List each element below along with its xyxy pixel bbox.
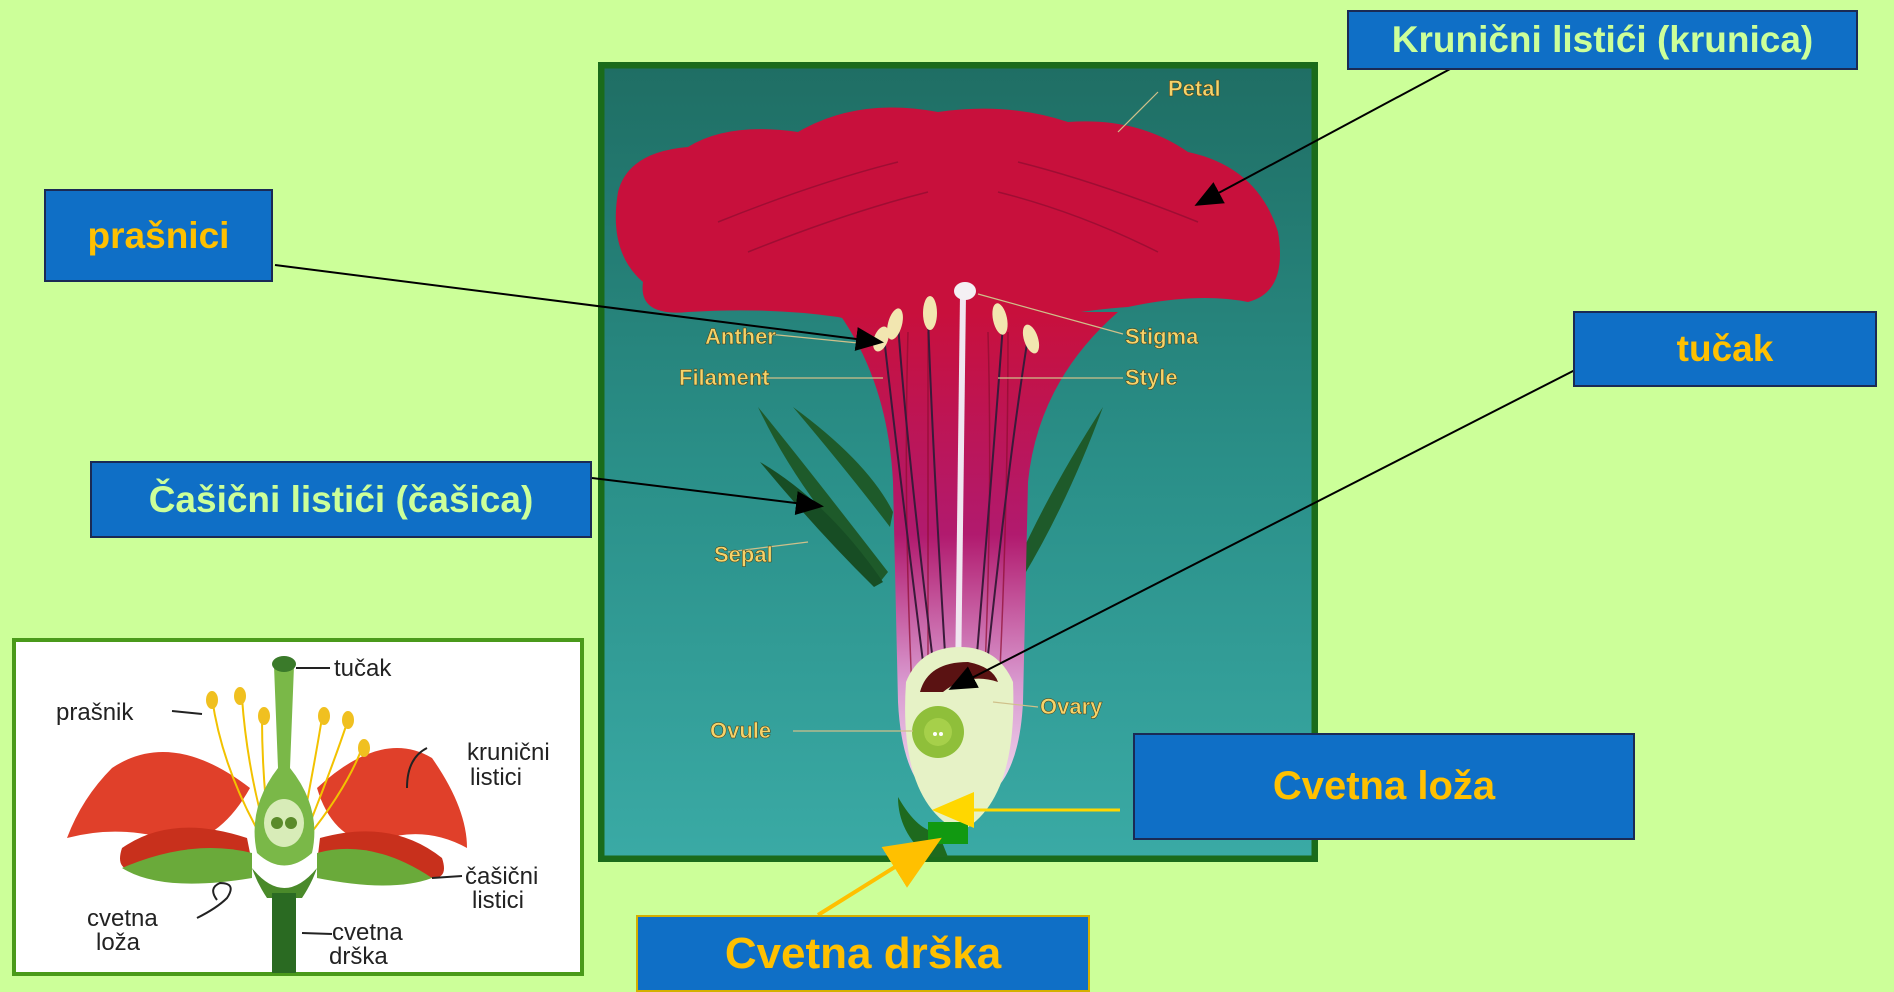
label-ovary: Ovary [1040,694,1103,719]
ovule-dot-2 [939,732,943,736]
inset-label-krunicni-2: listici [470,764,522,791]
label-ovule: Ovule [710,718,771,743]
callout-casicni-listici: Čašični listići (čašica) [90,461,592,538]
callout-prasnici: prašnici [44,189,273,282]
inset-label-casicni-1: čašični [465,863,538,890]
inset-ovary-inner [264,799,304,847]
inset-stigma [272,656,296,672]
ovule-dot-1 [933,732,937,736]
label-stigma: Stigma [1125,324,1199,349]
callout-tucak: tučak [1573,311,1877,387]
inset-ovule-left [271,817,283,829]
callout-krunicni-listici: Krunični listići (krunica) [1347,10,1858,70]
inset-stem [272,893,296,973]
label-anther: Anther [705,324,776,349]
inset-label-cvetna-drska-2: drška [329,943,388,970]
ovule-inner [924,718,952,746]
label-sepal: Sepal [714,542,773,567]
callout-cvetna-drska: Cvetna drška [636,915,1090,992]
label-filament: Filament [679,365,770,390]
inset-ovule-right [285,817,297,829]
inset-label-casicni-2: listici [472,887,524,914]
callout-krunicni-text: Krunični listići (krunica) [1392,19,1813,61]
inset-diagram: tučak prašnik krunični listici čašični l… [12,638,584,976]
callout-casicni-text: Čašični listići (čašica) [149,479,534,521]
stigma-shape [954,282,976,300]
inset-label-krunicni-1: krunični [467,739,550,766]
inset-label-cvetna-loza-1: cvetna [87,905,158,932]
pedicel-shape [928,822,968,844]
callout-cvetna-loza: Cvetna loža [1133,733,1635,840]
callout-cvetna-drska-text: Cvetna drška [725,929,1001,979]
label-petal: Petal [1168,76,1221,101]
inset-label-tucak: tučak [334,655,392,682]
callout-prasnici-text: prašnici [88,215,230,257]
inset-label-cvetna-drska-1: cvetna [332,919,403,946]
label-style: Style [1125,365,1178,390]
callout-cvetna-loza-text: Cvetna loža [1273,764,1495,809]
callout-tucak-text: tučak [1677,328,1774,370]
inset-label-cvetna-loza-2: loža [96,929,141,956]
inset-label-prasnik: prašnik [56,699,134,726]
